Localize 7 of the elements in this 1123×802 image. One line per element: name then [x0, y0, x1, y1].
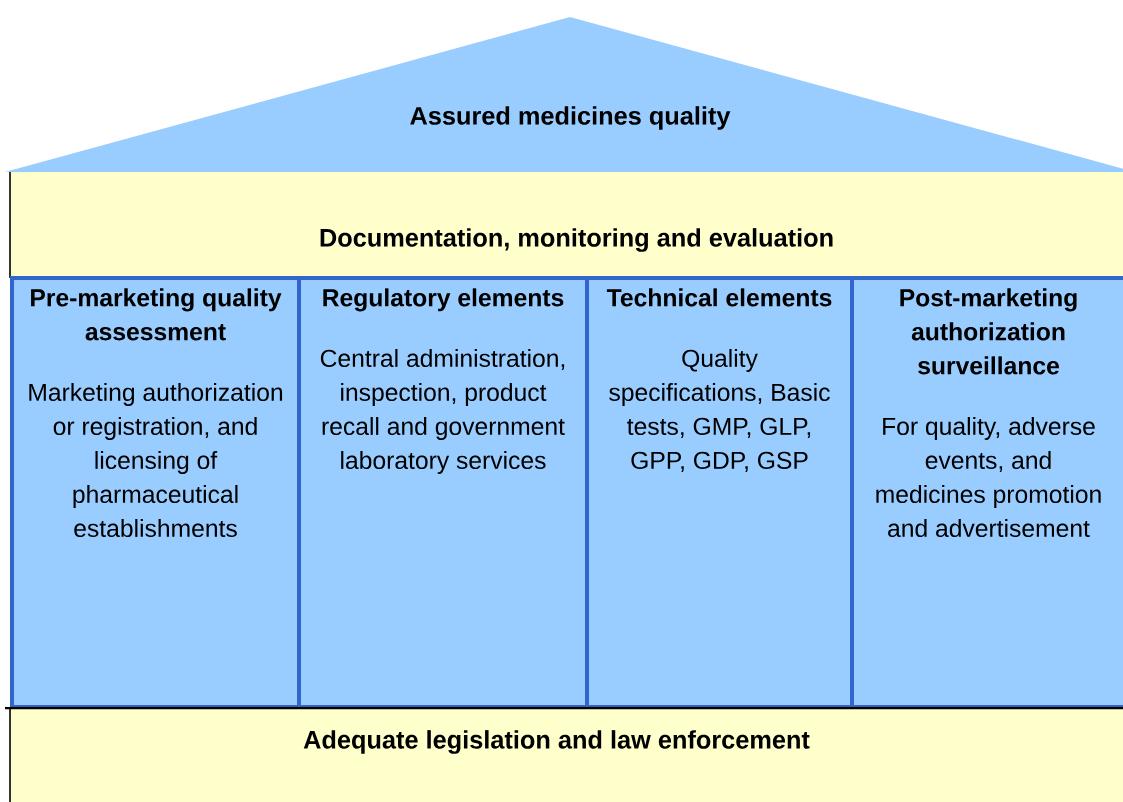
pillar: Regulatory elements Central administration, inspection, product recall and government laboratory services: [297, 276, 589, 709]
band: Documentation, monitoring and evaluation: [9, 171, 1123, 279]
pillar: Technical elements Quality specifications, Basic tests, GMP, GLP, GPP, GDP, GSP: [585, 276, 854, 709]
foundation-band: Adequate legislation and law enforcement: [5, 706, 1123, 802]
pillar: Post-marketing authorization surveillance For quality, adverse events, and medicines promotion and advertisement: [850, 276, 1123, 709]
roof-triangle: Assured medicines quality: [5, 17, 1123, 172]
pillar: Pre-marketing quality assessment Marketing authorization or registration, and licensing of pharmaceutical establishments: [10, 276, 301, 709]
